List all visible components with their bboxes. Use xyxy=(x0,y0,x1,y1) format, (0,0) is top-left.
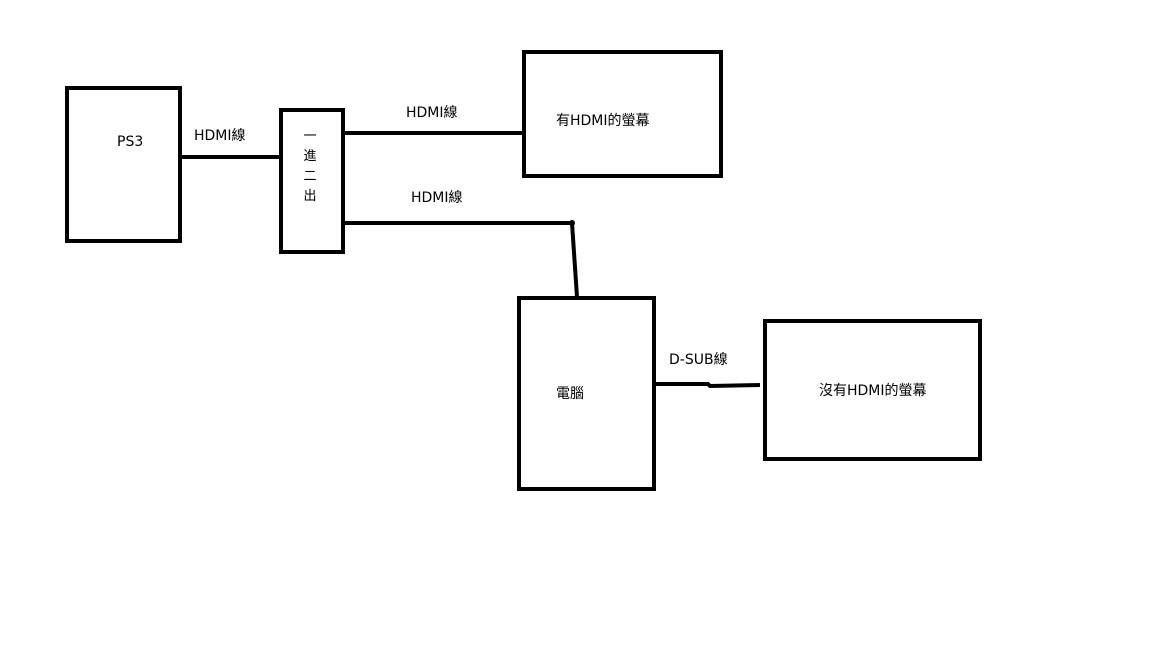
ps3-label: PS3 xyxy=(117,134,144,150)
edge-splitter-to-computer xyxy=(343,221,579,298)
splitter-char: 一 xyxy=(303,129,317,144)
splitter-char: 進 xyxy=(303,149,317,164)
splitter-node xyxy=(279,108,345,254)
non-hdmi-monitor-label: 沒有HDMI的螢幕 xyxy=(819,383,927,399)
splitter-label: 一 進 二 出 xyxy=(302,127,318,207)
splitter-char: 二 xyxy=(303,169,317,184)
edge-label-ps3-to-splitter: HDMI線 xyxy=(194,128,246,144)
hdmi-monitor-node xyxy=(522,50,723,178)
hdmi-monitor-label: 有HDMI的螢幕 xyxy=(556,113,650,129)
edge-label-splitter-to-computer: HDMI線 xyxy=(411,190,463,206)
computer-node xyxy=(517,296,656,491)
splitter-char: 出 xyxy=(303,189,317,204)
edge-computer-to-monitor xyxy=(655,382,761,389)
edge-label-computer-to-monitor: D-SUB線 xyxy=(669,352,728,368)
edge-joint-dot xyxy=(569,220,575,226)
ps3-node xyxy=(65,86,182,243)
non-hdmi-monitor-node xyxy=(763,319,982,461)
edge-label-splitter-to-hdmi-monitor: HDMI線 xyxy=(406,105,458,121)
computer-label: 電腦 xyxy=(556,386,584,402)
